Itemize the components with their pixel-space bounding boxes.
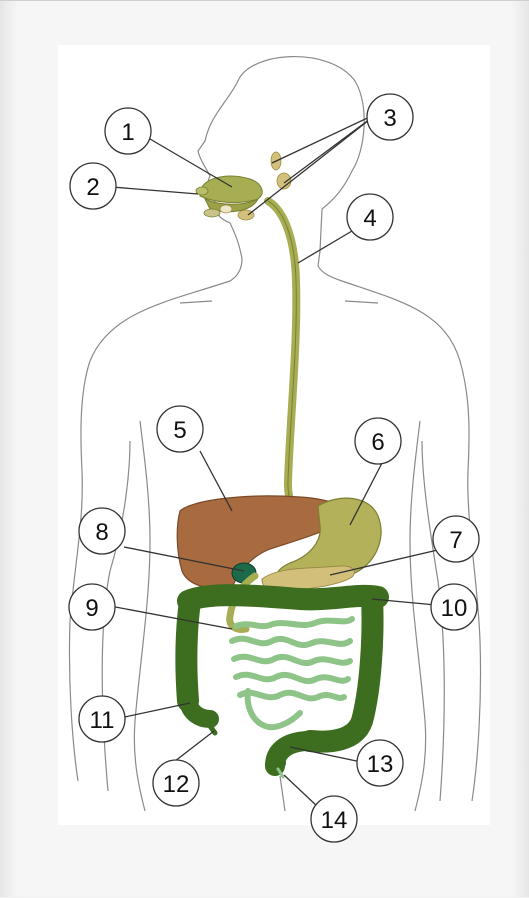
leader-9: [110, 606, 232, 629]
callout-number: 6: [371, 429, 384, 456]
callout-14: 14: [311, 796, 357, 842]
cecum: [188, 701, 210, 719]
callout-number: 9: [85, 595, 98, 622]
callout-1: 1: [105, 108, 151, 154]
leader-4: [298, 231, 352, 263]
neck-left: [230, 259, 242, 281]
callout-number: 2: [86, 174, 99, 201]
callout-number: 11: [90, 707, 115, 734]
collarbone-left: [180, 301, 212, 303]
leader-1: [150, 139, 232, 187]
callout-12: 12: [153, 760, 199, 806]
callout-number: 7: [449, 527, 462, 554]
leader-3a: [272, 113, 378, 163]
callout-number: 13: [367, 751, 394, 778]
leg-gap: [280, 776, 285, 811]
callout-number: 3: [383, 105, 396, 132]
callout-9: 9: [69, 584, 115, 630]
callout-6: 6: [355, 418, 401, 464]
collarbone-right: [345, 301, 378, 303]
callout-number: 10: [441, 595, 468, 622]
callout-number: 8: [95, 519, 108, 546]
face-outline: [198, 81, 242, 259]
callout-number: 12: [163, 771, 190, 798]
ascending-colon: [186, 601, 190, 701]
callout-number: 4: [363, 205, 376, 232]
transverse-colon: [188, 595, 378, 601]
callout-3: 3: [367, 94, 413, 140]
leader-11: [120, 703, 190, 718]
leader-2: [112, 187, 198, 194]
callout-number: 1: [121, 119, 134, 146]
callout-10: 10: [431, 584, 477, 630]
callout-5: 5: [157, 406, 203, 452]
callout-2: 2: [70, 163, 116, 209]
callout-13: 13: [357, 740, 403, 786]
callout-11: 11: [79, 696, 125, 742]
callout-4: 4: [347, 194, 393, 240]
callout-8: 8: [79, 508, 125, 554]
callout-number: 5: [173, 417, 186, 444]
neck-right: [318, 266, 342, 281]
small-intestine: [232, 619, 352, 727]
pharynx: [220, 205, 232, 213]
torso-left: [134, 421, 150, 811]
torso-right: [410, 421, 426, 811]
esophagus: [268, 201, 310, 521]
oral-cavity: [200, 176, 262, 202]
rectum: [266, 755, 286, 771]
callout-number: 14: [321, 807, 348, 834]
callout-7: 7: [433, 516, 479, 562]
leader-14: [284, 775, 318, 807]
lip-bottom: [204, 209, 220, 217]
